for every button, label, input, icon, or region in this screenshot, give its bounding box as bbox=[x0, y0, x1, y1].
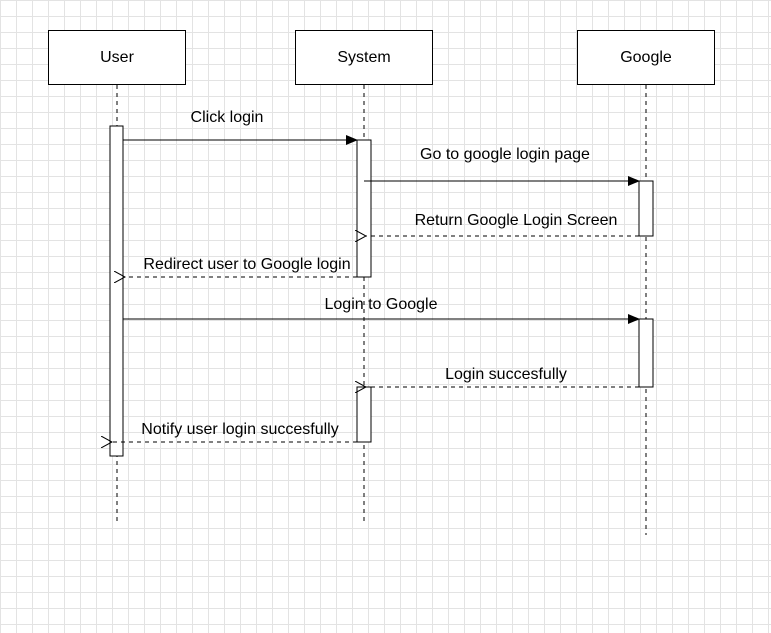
message-label-m6: Login succesfully bbox=[445, 366, 567, 383]
message-label-m7: Notify user login succesfully bbox=[141, 421, 339, 438]
participant-user[interactable]: User bbox=[48, 30, 186, 85]
activation-system-1 bbox=[356, 139, 372, 278]
activation-google-2 bbox=[638, 318, 654, 388]
message-label-m2: Go to google login page bbox=[420, 146, 590, 163]
message-label-m5: Login to Google bbox=[324, 296, 438, 313]
message-label-m4: Redirect user to Google login bbox=[143, 256, 351, 273]
participant-system[interactable]: System bbox=[295, 30, 433, 85]
activation-google-1 bbox=[638, 180, 654, 237]
activation-system-2 bbox=[356, 386, 372, 443]
activation-user bbox=[109, 125, 124, 457]
participant-google[interactable]: Google bbox=[577, 30, 715, 85]
message-label-m1: Click login bbox=[190, 109, 264, 126]
message-label-m3: Return Google Login Screen bbox=[414, 212, 618, 229]
